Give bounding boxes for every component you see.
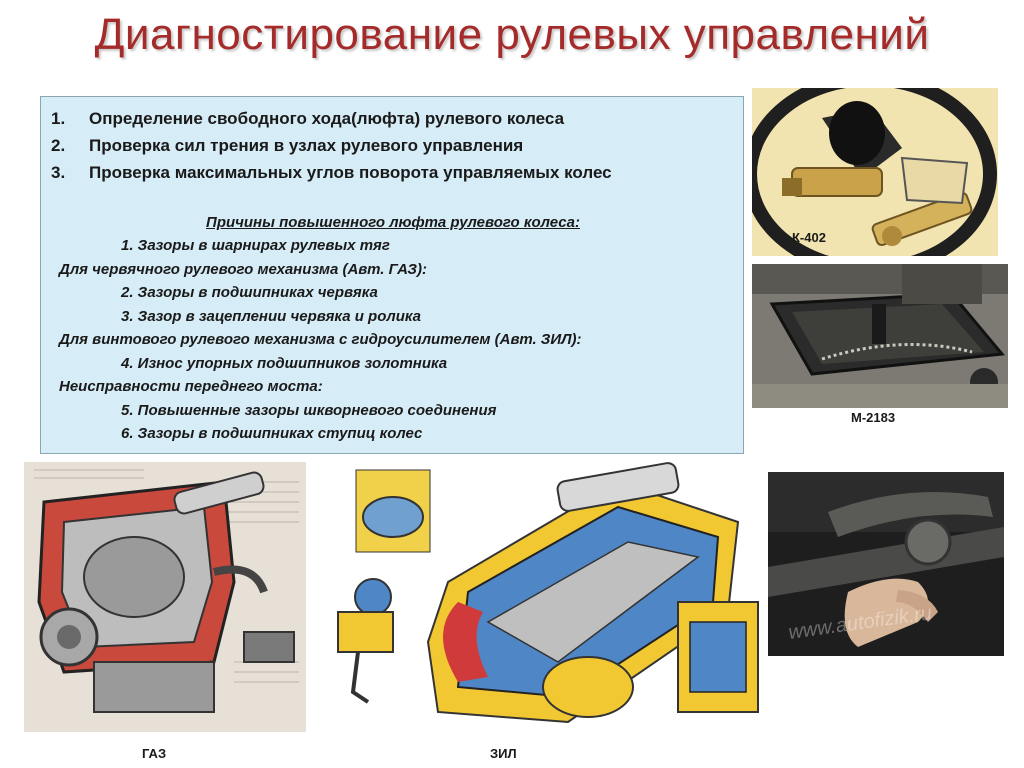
cause-group: Для винтового рулевого механизма с гидро…	[59, 331, 582, 348]
gaz-steering-gear-image	[24, 462, 306, 732]
page-title: Диагностирование рулевых управлений	[94, 10, 930, 59]
cause-group: Неисправности переднего моста:	[59, 378, 323, 395]
cause-item: 6. Зазоры в подшипниках ступиц колес	[121, 425, 423, 442]
cause-item: 5. Повышенные зазоры шкворневого соедине…	[121, 401, 497, 419]
list-item: 3.Проверка максимальных углов поворота у…	[51, 163, 612, 182]
list-item: 1.Определение свободного хода(люфта) рул…	[51, 109, 565, 128]
steering-joint-check-photo: www.autofizik.ru	[768, 472, 1004, 656]
cause-item: 2. Зазоры в подшипниках червяка	[121, 284, 378, 301]
cause-item: 4. Износ упорных подшипников золотника	[121, 354, 448, 372]
zil-steering-gear-image	[318, 462, 762, 738]
causes-heading: Причины повышенного люфта рулевого колес…	[206, 214, 580, 231]
m2183-caption: М-2183	[851, 410, 896, 425]
zil-caption: ЗИЛ	[490, 746, 517, 761]
m2183-device-image	[752, 264, 1008, 408]
content-box: 1.Определение свободного хода(люфта) рул…	[40, 96, 744, 454]
list-item: 2.Проверка сил трения в узлах рулевого у…	[51, 136, 524, 155]
k402-steering-wheel-image: К-402	[752, 88, 998, 256]
cause-item: 3. Зазор в зацеплении червяка и ролика	[121, 307, 421, 325]
main-list: 1.Определение свободного хода(люфта) рул…	[51, 105, 612, 186]
cause-group: Для червячного рулевого механизма (Авт. …	[59, 260, 427, 278]
gaz-caption: ГАЗ	[142, 746, 167, 761]
k402-caption: К-402	[792, 230, 826, 245]
causes-block: Причины повышенного люфта рулевого колес…	[41, 211, 745, 446]
cause-item: 1. Зазоры в шарнирах рулевых тяг	[121, 237, 390, 254]
